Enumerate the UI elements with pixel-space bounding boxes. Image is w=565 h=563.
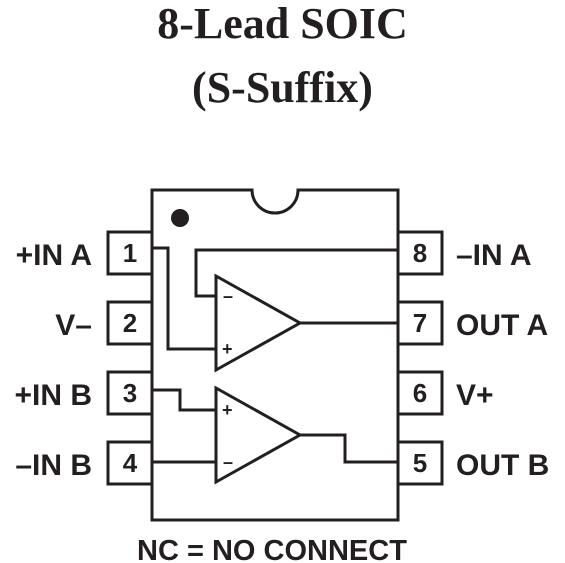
pin-name-3: +IN B [14, 379, 92, 412]
pin-name-5: OUT B [456, 449, 549, 482]
pin-name-1: +IN A [16, 239, 92, 272]
pin-number-4: 4 [123, 448, 138, 478]
pin-box-8 [396, 230, 444, 276]
opamp-a-triangle [214, 273, 304, 373]
pin-number-7: 7 [413, 308, 427, 338]
pin-name-8: –IN A [456, 239, 532, 272]
pin-name-7: OUT A [456, 309, 548, 342]
wire-pin3-to-opamp-b-plus [152, 388, 216, 412]
wire-pin8-to-opamp-a-minus [194, 248, 398, 298]
opamp-a-minus-sign: – [223, 286, 233, 306]
diagram-title: 8-Lead SOIC [157, 0, 408, 48]
pin-number-2: 2 [123, 308, 137, 338]
opamp-b-plus-sign: + [222, 400, 233, 420]
pin-number-3: 3 [123, 378, 137, 408]
nc-note: NC = NO CONNECT [137, 535, 407, 563]
wire-pin1-to-opamp-a-plus [152, 246, 216, 351]
pin-number-5: 5 [413, 448, 427, 478]
pin-name-6: V+ [456, 379, 494, 412]
pin-number-8: 8 [413, 238, 427, 268]
pin-box-2 [106, 300, 154, 346]
pin-number-6: 6 [413, 378, 427, 408]
opamp-b-minus-sign: – [223, 452, 233, 472]
pin-box-6 [396, 370, 444, 416]
pin-name-4: –IN B [15, 449, 92, 482]
opamp-a-plus-sign: + [222, 339, 233, 359]
pin-box-3 [106, 370, 154, 416]
wire-opamp-b-out-to-pin5 [300, 433, 398, 464]
opamp-b-triangle [214, 385, 304, 485]
ic-package-body [150, 188, 400, 522]
pin-name-2: V– [55, 309, 92, 342]
pin-number-1: 1 [123, 238, 137, 268]
pin1-indicator-dot [171, 209, 189, 227]
diagram-subtitle: (S-Suffix) [192, 63, 373, 112]
pin-box-1 [106, 230, 154, 276]
